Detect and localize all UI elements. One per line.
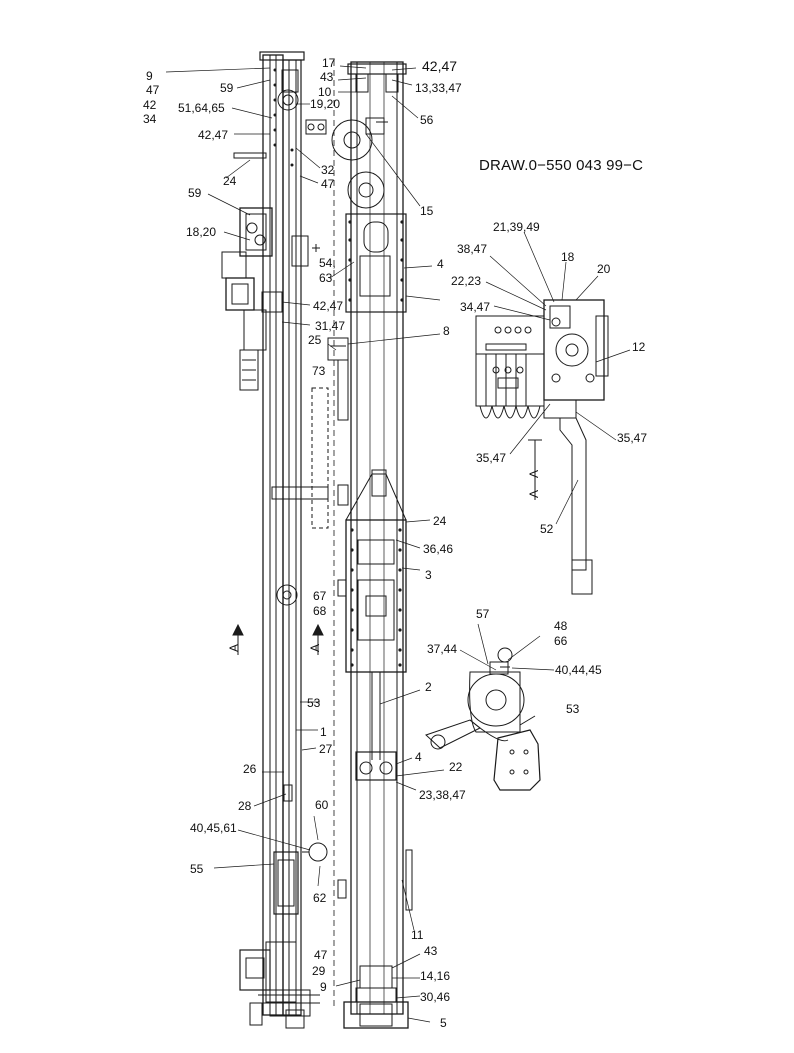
callout-label: 12 — [632, 340, 646, 354]
callout-label: 24 — [223, 174, 237, 188]
callout-label: 4 — [437, 257, 444, 271]
section-marker-left: A — [227, 643, 241, 652]
callout-label: 2 — [425, 680, 432, 694]
callout-label: 26 — [243, 762, 257, 776]
detail-view — [425, 647, 541, 791]
callout-label: 17 — [322, 56, 336, 70]
callout-label: 53 — [307, 696, 321, 710]
callout-label: 47 — [321, 177, 335, 191]
callout-label: 34 — [143, 112, 157, 126]
section-view-title: A—A — [527, 469, 541, 498]
callout-label: 10 — [318, 85, 332, 99]
callout-label: 4 — [415, 750, 422, 764]
callout-label: 42,47 — [198, 128, 229, 142]
callout-label: 68 — [313, 604, 327, 618]
callout-label: 8 — [443, 324, 450, 338]
callout-label: 19,20 — [310, 97, 341, 111]
callout-label: 62 — [313, 891, 327, 905]
callout-label: 67 — [313, 589, 327, 603]
callout-label: 5 — [440, 1016, 447, 1030]
callout-label: 47 — [146, 83, 160, 97]
callout-label: 9 — [320, 980, 327, 994]
callout-label: 37,44 — [427, 642, 458, 656]
callout-label: 18 — [561, 250, 575, 264]
callout-label: 22 — [449, 760, 463, 774]
callout-label: 66 — [554, 634, 568, 648]
callout-label: 20 — [597, 262, 611, 276]
callout-label: 13,33,47 — [415, 81, 462, 95]
callout-label: 73 — [312, 364, 326, 378]
callout-label: 43 — [320, 70, 334, 84]
callout-label: 48 — [554, 619, 568, 633]
section-marker-center: A — [308, 643, 322, 652]
callout-label: 59 — [188, 186, 202, 200]
callout-label: 55 — [190, 862, 204, 876]
callout-label: 47 — [314, 948, 328, 962]
callout-label: 32 — [321, 163, 335, 177]
callout-label: 14,16 — [420, 969, 451, 983]
callout-label: 40,44,45 — [555, 663, 602, 677]
callout-label: 1 — [320, 725, 327, 739]
callout-label: 38,47 — [457, 242, 488, 256]
callout-label: 11 — [411, 928, 424, 942]
callout-label: 21,39,49 — [493, 220, 540, 234]
callout-label: 54, — [319, 256, 336, 270]
callout-label: 63 — [319, 271, 333, 285]
callout-label: 52 — [540, 522, 554, 536]
callout-label: 53 — [566, 702, 580, 716]
callout-label: 42 — [143, 98, 157, 112]
left-mast-view — [221, 51, 329, 1029]
callout-label: 59 — [220, 81, 234, 95]
callout-label: 30,46 — [420, 990, 451, 1004]
callout-label: 18,20 — [186, 225, 217, 239]
callout-label: 57 — [476, 607, 490, 621]
section-aa-view — [475, 299, 609, 595]
callout-label: 9 — [146, 69, 153, 83]
callout-label: 34,47 — [460, 300, 491, 314]
callout-label: 35,47 — [617, 431, 648, 445]
callout-label: 43 — [424, 944, 438, 958]
drawing-number: DRAW.0−550 043 99−C — [479, 157, 644, 174]
callout-label: 60 — [315, 798, 329, 812]
callout-label: 15 — [420, 204, 434, 218]
callout-label: 22,23 — [451, 274, 482, 288]
callout-label: 23,38,47 — [419, 788, 466, 802]
callout-label: 36,46 — [423, 542, 454, 556]
callout-label: 29 — [312, 964, 326, 978]
leader-lines — [165, 65, 631, 1023]
callout-label: 40,45,61 — [190, 821, 237, 835]
callout-label: 56 — [420, 113, 434, 127]
callout-label: 42,47 — [313, 299, 344, 313]
callout-label: 27 — [319, 742, 333, 756]
callout-label: 25 — [308, 333, 322, 347]
callout-label: 35,47 — [476, 451, 507, 465]
center-mast-view — [327, 61, 413, 1029]
callout-label: 51,64,65 — [178, 101, 225, 115]
callout-label: 24 — [433, 514, 447, 528]
callout-label: 3 — [425, 568, 432, 582]
callout-label: 31,47 — [315, 319, 346, 333]
callout-label: 42,47 — [422, 58, 458, 74]
callout-label: 28 — [238, 799, 252, 813]
